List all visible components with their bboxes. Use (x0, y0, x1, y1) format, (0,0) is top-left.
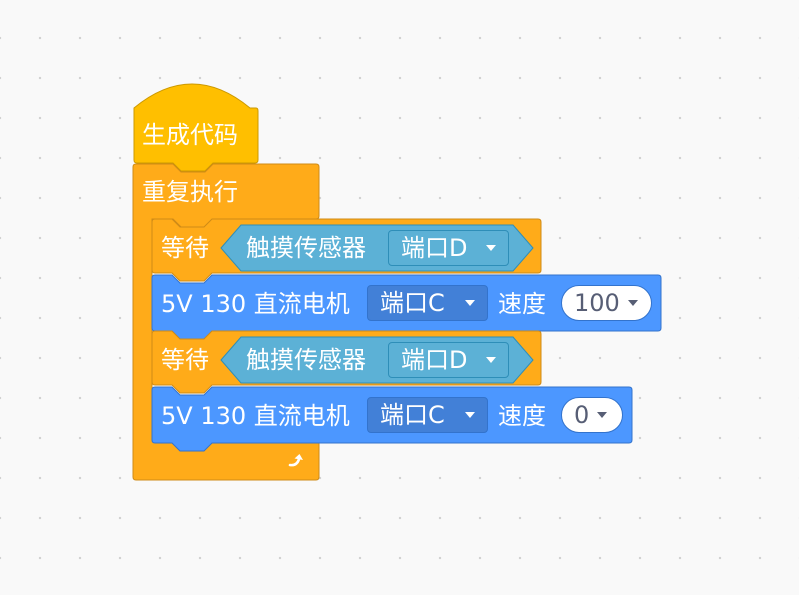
caret-down-icon (627, 300, 638, 306)
sensor-2-port-dropdown[interactable]: 端口D (388, 342, 509, 378)
motor-block-1-label: 5V 130 直流电机 (161, 290, 350, 318)
motor-1-port-dropdown[interactable]: 端口C (367, 285, 488, 321)
caret-down-icon (486, 245, 496, 251)
caret-down-icon (597, 412, 608, 418)
motor-block-2-label: 5V 130 直流电机 (161, 402, 350, 430)
motor-2-speed-input[interactable]: 0 (561, 397, 623, 433)
motor-1-speed-value: 100 (574, 289, 620, 317)
repeat-block-label: 重复执行 (142, 178, 238, 206)
wait-block-2-label: 等待 (161, 346, 209, 374)
sensor-1-port-value: 端口D (401, 234, 468, 262)
motor-2-speed-value: 0 (574, 401, 590, 429)
sensor-2-port-value: 端口D (401, 346, 468, 374)
wait-block-1-label: 等待 (161, 234, 209, 262)
caret-down-icon (486, 357, 496, 363)
motor-2-speed-label: 速度 (498, 402, 546, 430)
motor-1-speed-input[interactable]: 100 (561, 285, 652, 321)
motor-2-port-value: 端口C (380, 401, 445, 429)
motor-2-port-dropdown[interactable]: 端口C (367, 397, 488, 433)
motor-1-port-value: 端口C (380, 289, 445, 317)
sensor-1-port-dropdown[interactable]: 端口D (388, 230, 509, 266)
motor-1-speed-label: 速度 (498, 290, 546, 318)
caret-down-icon (465, 412, 475, 418)
repeat-arrow-icon (288, 454, 303, 467)
hat-block-label: 生成代码 (142, 121, 238, 149)
touch-sensor-1-label: 触摸传感器 (246, 234, 366, 262)
touch-sensor-2-label: 触摸传感器 (246, 346, 366, 374)
caret-down-icon (465, 300, 475, 306)
